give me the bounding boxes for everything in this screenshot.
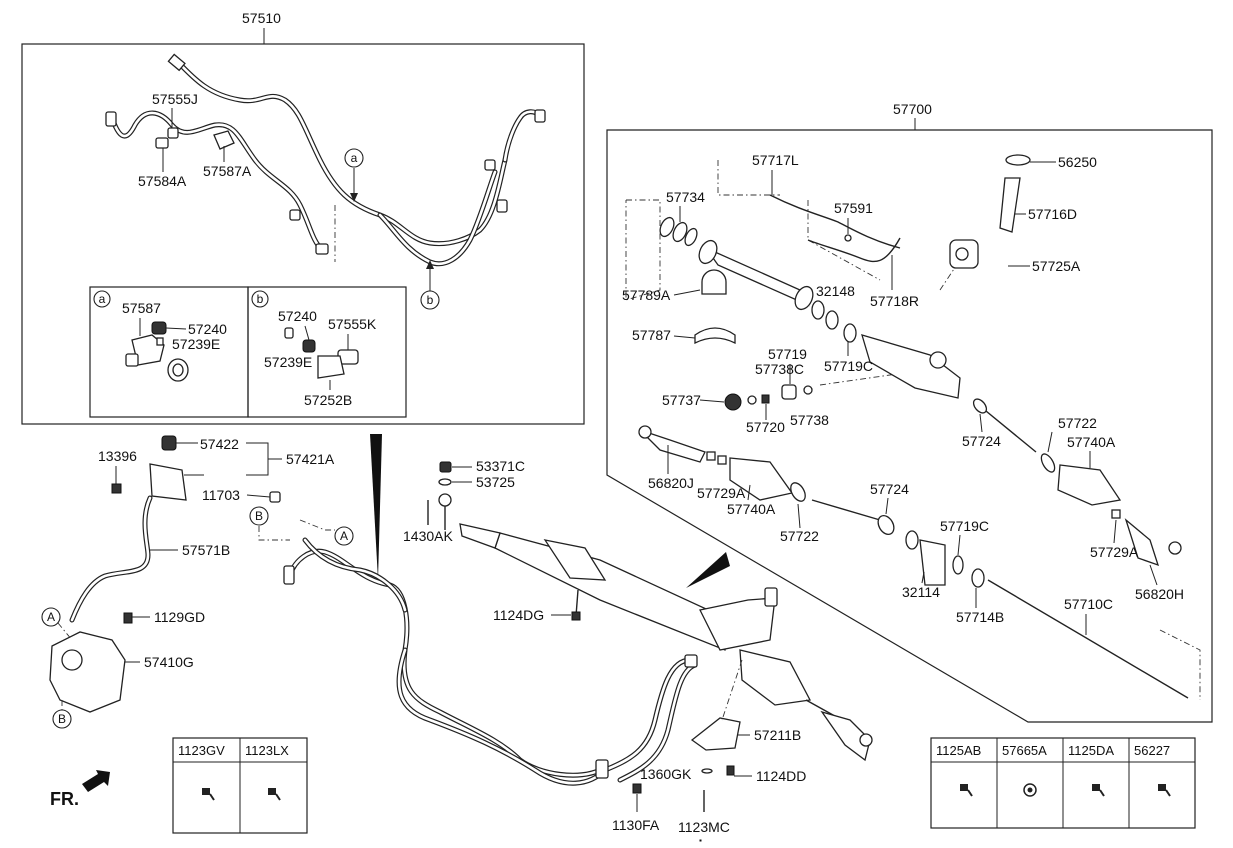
callout-b-inset: b — [257, 292, 264, 306]
inset-a-frame — [89, 286, 249, 418]
label-57591: 57591 — [834, 200, 873, 216]
label-57422: 57422 — [200, 436, 239, 452]
callout-a-inset: a — [99, 292, 106, 306]
callout-B-mid: B — [255, 509, 263, 523]
label-56250: 56250 — [1058, 154, 1097, 170]
label-57719C-b: 57719C — [940, 518, 989, 534]
fastener-table-right: 1125AB 57665A 1125DA 56227 — [930, 737, 1196, 829]
table-left-header-0: 1123GV — [178, 743, 225, 758]
label-57410G: 57410G — [144, 654, 194, 670]
label-57510: 57510 — [242, 10, 281, 26]
label-11703: 11703 — [202, 487, 240, 503]
label-56820H: 56820H — [1135, 586, 1184, 602]
bolt-icon — [268, 788, 281, 801]
label-57252B: 57252B — [304, 392, 352, 408]
direction-wedge-right — [686, 552, 730, 588]
direction-wedge-left — [370, 434, 382, 580]
label-57738: 57738 — [790, 412, 829, 428]
rack-assembly-group: 57700 — [606, 101, 1213, 723]
label-57717L: 57717L — [752, 152, 799, 168]
label-57724-a: 57724 — [962, 433, 1001, 449]
label-57700: 57700 — [893, 101, 932, 117]
callout-A-left: A — [47, 610, 55, 624]
label-53725: 53725 — [476, 474, 515, 490]
bolt-icon — [1092, 784, 1105, 797]
label-1430AK: 1430AK — [403, 528, 453, 544]
label-53371C: 53371C — [476, 458, 525, 474]
label-57239E-a: 57239E — [172, 336, 220, 352]
label-57587: 57587 — [122, 300, 161, 316]
label-57722-a: 57722 — [1058, 415, 1097, 431]
label-57716D: 57716D — [1028, 206, 1077, 222]
label-57729A-b: 57729A — [1090, 544, 1139, 560]
label-57724-b: 57724 — [870, 481, 909, 497]
table-right-header-3: 56227 — [1134, 743, 1170, 758]
table-right-header-1: 57665A — [1002, 743, 1047, 758]
label-1130FA: 1130FA — [612, 817, 660, 833]
label-57787: 57787 — [632, 327, 671, 343]
label-57720: 57720 — [746, 419, 785, 435]
steering-gear-installed-group: B A 53371C 53725 — [249, 434, 873, 842]
label-57737: 57737 — [662, 392, 701, 408]
callout-B-left: B — [58, 712, 66, 726]
label-57725A: 57725A — [1032, 258, 1081, 274]
label-57714B: 57714B — [956, 609, 1004, 625]
label-57710C: 57710C — [1064, 596, 1113, 612]
nut-icon — [1023, 783, 1037, 797]
label-1124DD: 1124DD — [756, 768, 806, 784]
label-57587A: 57587A — [203, 163, 252, 179]
label-57740A-a: 57740A — [1067, 434, 1116, 450]
callout-a-top: a — [351, 151, 358, 165]
fastener-table-left: 1123GV 1123LX — [172, 737, 308, 834]
pipe-assembly-group: 57510 a b 57555J — [21, 10, 585, 425]
label-57555K: 57555K — [328, 316, 377, 332]
label-32148: 32148 — [816, 283, 855, 299]
label-57240-a: 57240 — [188, 321, 227, 337]
label-57421A: 57421A — [286, 451, 335, 467]
label-32114: 32114 — [902, 584, 940, 600]
label-57738C: 57738C — [755, 361, 804, 377]
table-right-header-0: 1125AB — [936, 743, 981, 758]
label-57555J: 57555J — [152, 91, 198, 107]
callout-A-mid: A — [340, 529, 348, 543]
label-57240-b: 57240 — [278, 308, 317, 324]
fr-arrow-icon — [82, 770, 110, 792]
label-57584A: 57584A — [138, 173, 187, 189]
label-57722-b: 57722 — [780, 528, 819, 544]
fr-label: FR. — [50, 789, 79, 809]
front-direction-indicator: FR. — [50, 770, 110, 809]
label-57239E-b: 57239E — [264, 354, 312, 370]
label-1123MC: 1123MC — [678, 819, 730, 835]
label-57719: 57719 — [768, 346, 807, 362]
reservoir-pump-group: 57422 57421A 13396 11703 57571B A 1129GD… — [41, 435, 335, 729]
label-13396: 13396 — [98, 448, 137, 464]
label-1129GD: 1129GD — [154, 609, 205, 625]
label-57789A: 57789A — [622, 287, 671, 303]
inset-b-frame — [247, 286, 407, 418]
table-right-header-2: 1125DA — [1068, 743, 1114, 758]
bolt-icon — [1158, 784, 1171, 797]
label-1360GK: 1360GK — [640, 766, 692, 782]
label-57211B: 57211B — [754, 727, 801, 743]
label-57571B: 57571B — [182, 542, 230, 558]
label-57734: 57734 — [666, 189, 705, 205]
table-left-header-1: 1123LX — [245, 743, 289, 758]
pipe-assembly-frame — [21, 43, 585, 425]
label-57718R: 57718R — [870, 293, 919, 309]
bolt-icon — [202, 788, 215, 801]
label-57740A-b: 57740A — [727, 501, 776, 517]
callout-b-top: b — [427, 293, 434, 307]
label-1124DG: 1124DG — [493, 607, 544, 623]
bolt-icon — [960, 784, 973, 797]
label-57729A-a: 57729A — [697, 485, 746, 501]
label-57719C-a: 57719C — [824, 358, 873, 374]
label-56820J: 56820J — [648, 475, 694, 491]
